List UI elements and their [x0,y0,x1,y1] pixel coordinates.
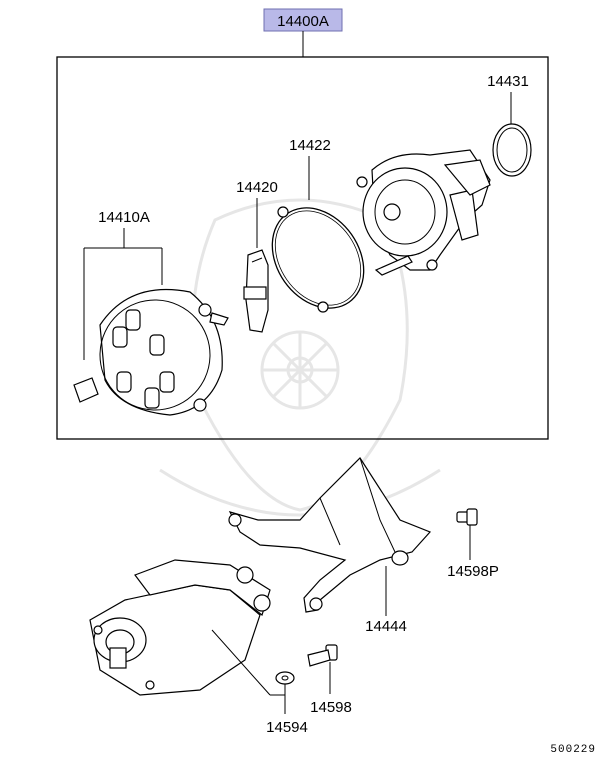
label-14444[interactable]: 14444 [365,618,407,635]
label-14431[interactable]: 14431 [487,73,529,90]
o-ring-14431[interactable] [492,123,532,177]
leader-14410A [83,228,163,360]
leader-14594 [270,684,286,714]
bolt-14598P[interactable] [456,508,478,526]
bolt-14598[interactable] [307,644,338,667]
drawing-code: 500229 [550,744,596,756]
washer-14594[interactable] [275,671,295,685]
distributor-cap-14410A[interactable] [85,285,229,426]
label-14420[interactable]: 14420 [236,179,278,196]
label-14598P[interactable]: 14598P [447,563,499,580]
assembly-frame [56,56,549,440]
label-14594[interactable]: 14594 [266,719,308,736]
label-14598[interactable]: 14598 [310,699,352,716]
distributor-housing [356,149,491,276]
label-14410A[interactable]: 14410A [98,209,150,226]
rotor-14420[interactable] [243,249,269,333]
gasket-14422[interactable] [253,190,382,326]
bracket-14444[interactable] [228,457,432,613]
cap-plug[interactable] [73,377,99,403]
distributor-body-lower [89,559,271,696]
label-14422[interactable]: 14422 [289,137,331,154]
assembly-label[interactable]: 14400A [277,13,329,30]
